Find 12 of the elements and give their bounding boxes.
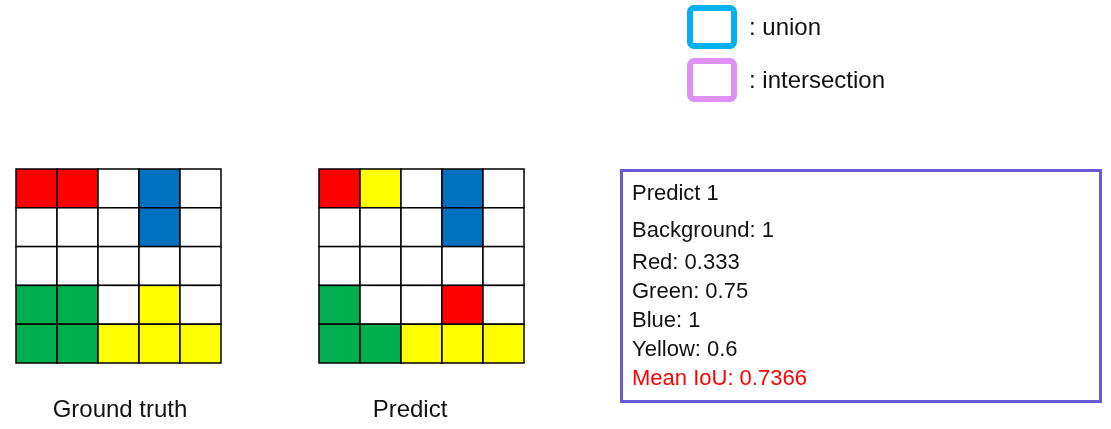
metric-text: Blue: 1 [632,306,701,334]
grid-caption: Predict [372,395,448,423]
panel-title: Predict 1 [632,179,719,207]
mean-iou-text: Mean IoU: 0.7366 [632,364,807,392]
metric-text: Yellow: 0.6 [632,335,738,363]
legend-label: : union [749,12,822,42]
metric-text: Red: 0.333 [632,248,740,276]
legend-label: : intersection [749,65,886,95]
metric-text: Background: 1 [632,216,774,244]
grid-caption: Ground truth [52,395,188,423]
metric-text: Green: 0.75 [632,277,749,305]
result-box [620,169,1102,403]
